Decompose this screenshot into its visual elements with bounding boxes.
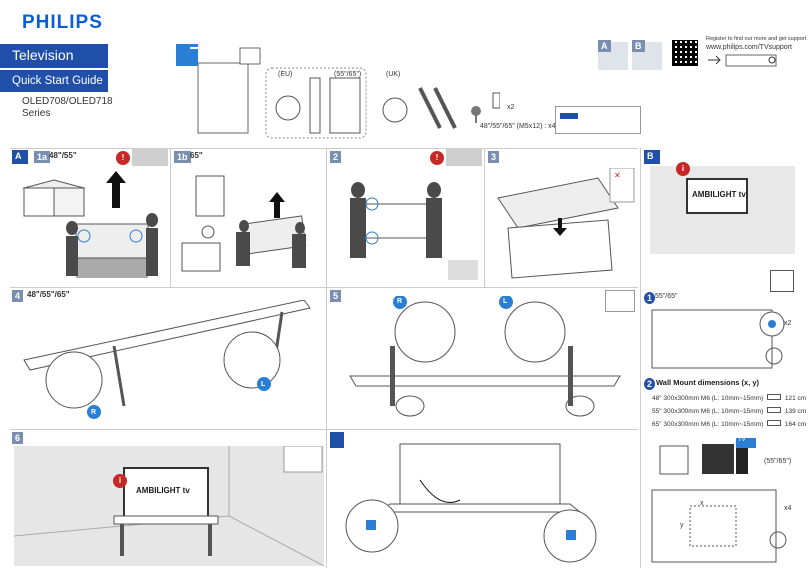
step-3-illustration: ✕ (497, 168, 635, 279)
wall-bottom-qty: x4 (784, 505, 792, 512)
box-icon (176, 44, 198, 66)
step-2-badge: 2 (330, 151, 342, 163)
cable-manage-icon (330, 432, 344, 448)
tv-badge: TV (738, 437, 746, 443)
screw-spec: 48"/55"/65" (M5x12) : x4 (480, 123, 556, 130)
uk-label: (UK) (386, 71, 401, 78)
register-text: Register to find our more and get suppor… (706, 36, 807, 42)
arrow-up-icon (269, 192, 285, 218)
arrow-down-icon (553, 218, 567, 236)
manual-illustration (329, 77, 361, 134)
ambilight-label: AMBILIGHT tv (692, 190, 746, 199)
model-line: OLED708/OLED718 (22, 96, 113, 107)
eu-cord-group (265, 67, 367, 139)
uk-cord-illustration (382, 97, 408, 123)
step-3-badge: 3 (488, 151, 500, 163)
row-size: 65" (652, 421, 662, 428)
wall-step-1-illustration (651, 309, 785, 369)
warning-icon: ! (116, 151, 130, 165)
right-marker: R (91, 409, 97, 416)
tv-panel-illustration (197, 62, 249, 134)
step-6-badge: 6 (12, 432, 24, 444)
search-bar-illustration (708, 54, 777, 67)
tool-icon (770, 270, 794, 292)
ambilight-label: AMBILIGHT tv (136, 486, 190, 495)
row-size: 55" (652, 408, 662, 415)
cable-management-illustration (345, 443, 597, 563)
tv-on-wall (686, 178, 748, 214)
step-1b-size: 65" (190, 151, 203, 160)
step-1b-illustration (181, 175, 307, 272)
section-a-badge: A (12, 150, 28, 164)
section-b-badge: B (644, 150, 660, 164)
wall-bottom-size: (55"/65") (764, 458, 792, 465)
wall-mount-row: 65" 300x300mm M6 (L: 10mm~15mm) 164 cm (652, 420, 806, 428)
search-icon (768, 56, 776, 64)
stand-box-illustration (239, 47, 261, 65)
series-line: Series (22, 108, 51, 119)
warning-illustration (446, 148, 482, 166)
size-range-label: (55"/65") (334, 71, 362, 78)
info-icon: i (113, 474, 127, 488)
wall-step-1-badge: 1 (644, 292, 656, 304)
left-marker: L (261, 381, 266, 388)
depth-icon (767, 394, 782, 400)
product-title: Television (0, 44, 108, 68)
row-depth: 139 cm (784, 408, 807, 415)
support-url[interactable]: www.philips.com/TVsupport (706, 44, 792, 51)
tab-b-label: B (632, 40, 645, 52)
info-card (555, 106, 641, 134)
eu-label: (EU) (278, 71, 293, 78)
row-spec: 300x300mm M6 (L: 10mm~15mm) (663, 408, 764, 415)
row-spec: 300x300mm M6 (L: 10mm~15mm) (663, 421, 764, 428)
screws-qty: x2 (507, 104, 515, 111)
step-5-badge: 5 (330, 290, 342, 302)
accessories-illustration (176, 44, 500, 139)
row-size: 48" (652, 395, 662, 402)
svg-text:✕: ✕ (614, 171, 621, 180)
step-4-badge: 4 (12, 290, 24, 302)
arrow-up-icon (106, 171, 126, 208)
step-2-illustration (350, 182, 478, 280)
guide-title: Quick Start Guide (0, 70, 108, 92)
step-4-illustration (23, 300, 311, 419)
clip-illustration (492, 92, 500, 109)
dimension-y: y (680, 522, 684, 529)
wall-step-2-illustration (651, 438, 787, 563)
depth-icon (767, 420, 782, 426)
power-cord-illustration (275, 95, 301, 121)
step-1a-badge: 1a (34, 151, 51, 163)
wall-mount-title: Wall Mount dimensions (x, y) (656, 378, 760, 387)
row-spec: 300x300mm M6 (L: 10mm~15mm) (663, 395, 764, 402)
step-1a-size: 48"/55" (49, 151, 77, 160)
info-card-stripe (560, 113, 578, 119)
row-depth: 121 cm (784, 395, 807, 402)
step-4-size: 48"/55"/65" (27, 290, 70, 299)
wall-mount-row: 48" 300x300mm M6 (L: 10mm~15mm) 121 cm (652, 394, 806, 402)
tab-a-label: A (598, 40, 611, 52)
brand-logo: PHILIPS (22, 12, 103, 33)
wall-step-2-badge: 2 (644, 378, 656, 390)
wall-mount-row: 55" 300x300mm M6 (L: 10mm~15mm) 139 cm (652, 407, 806, 415)
screw-icon (471, 106, 481, 123)
wall-step-1-size: 55"/65" (655, 293, 678, 300)
right-marker: R (397, 298, 403, 305)
step-5-illustration (349, 296, 621, 417)
remote-illustration (309, 77, 321, 134)
stand-legs-illustration (418, 87, 457, 129)
step-6-illustration (14, 446, 324, 566)
model-series: OLED708/OLED718 Series (22, 96, 113, 120)
info-icon: i (676, 162, 690, 176)
depth-icon (767, 407, 782, 413)
step-1a-illustration (22, 171, 158, 278)
step-1b-badge: 1b (174, 151, 191, 163)
compare-illustration (605, 290, 635, 312)
qr-code (672, 40, 698, 66)
wall-step-1-qty: x2 (784, 320, 792, 327)
row-depth: 164 cm (784, 421, 807, 428)
left-marker: L (503, 298, 508, 305)
dimension-x: x (700, 500, 704, 507)
warning-illustration (132, 148, 168, 166)
warning-icon: ! (430, 151, 444, 165)
